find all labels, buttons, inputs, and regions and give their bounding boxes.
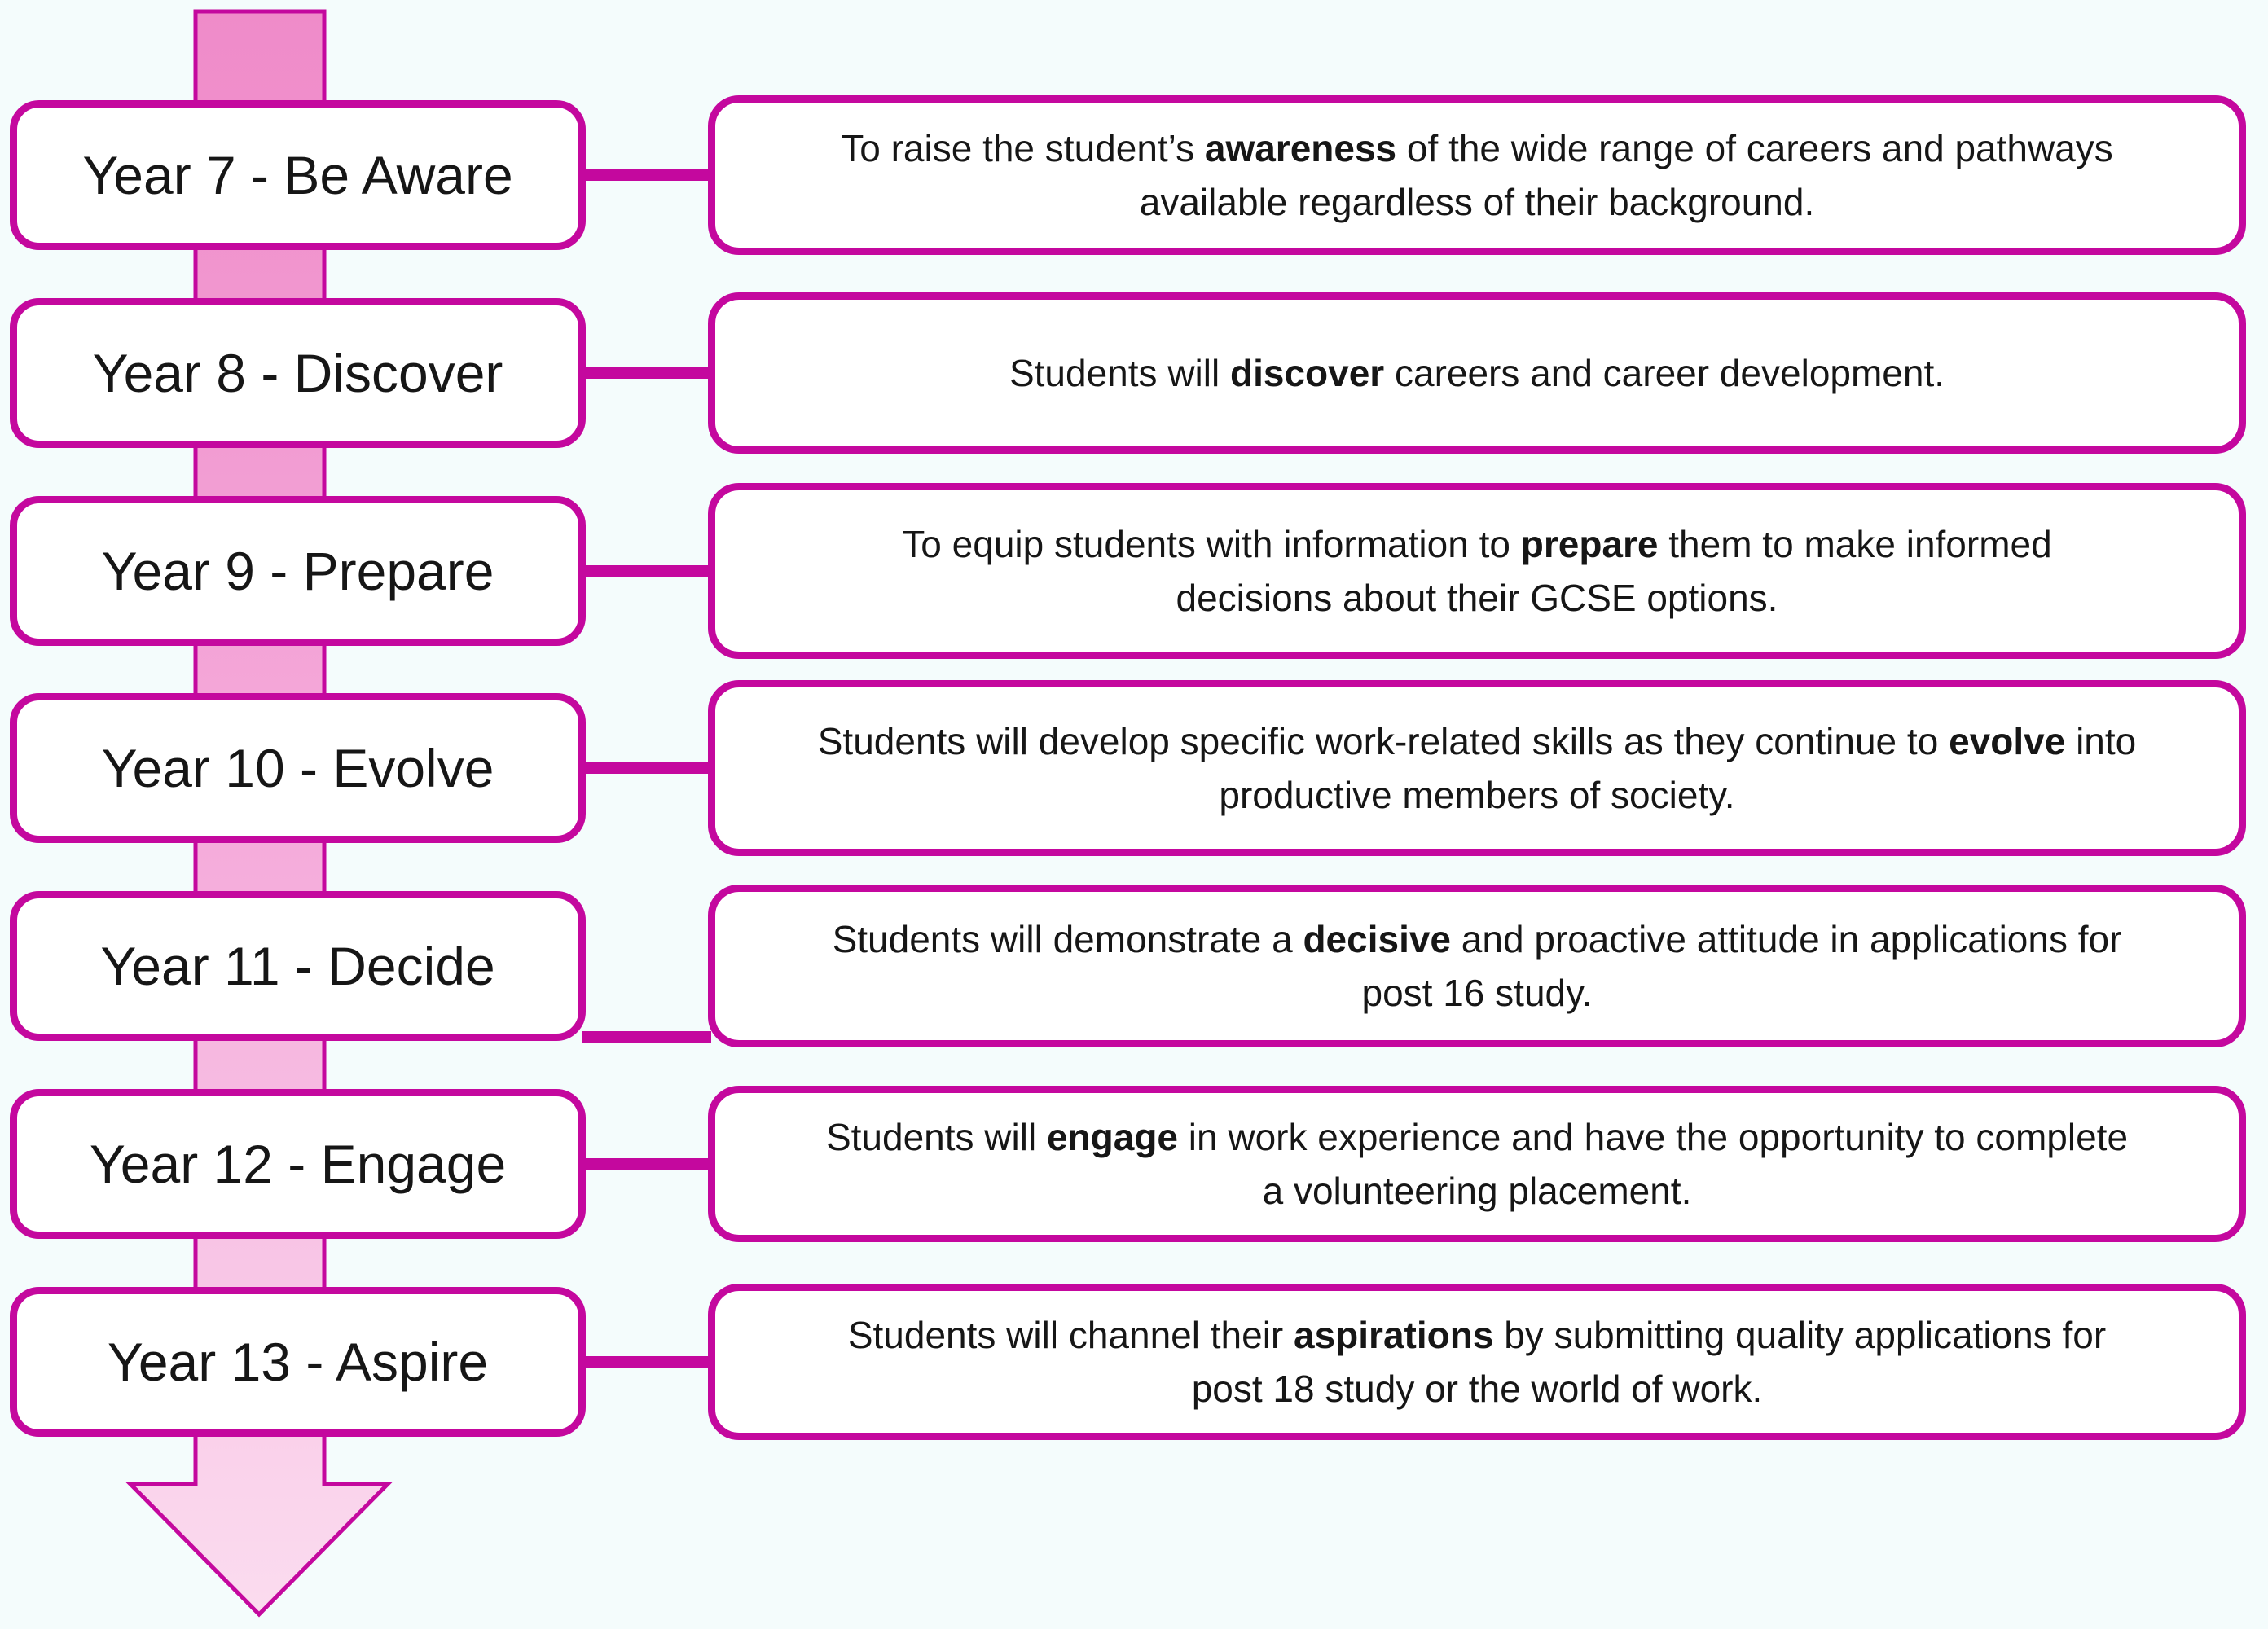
description-text: Students will channel their aspirations … <box>848 1308 2106 1416</box>
description-fragment: Students will <box>1009 352 1230 394</box>
year-box: Year 9 - Prepare <box>10 496 586 646</box>
description-fragment: of the wide range of careers and pathway… <box>1396 127 2113 169</box>
description-fragment: To raise the student’s <box>841 127 1205 169</box>
year-box: Year 10 - Evolve <box>10 693 586 843</box>
year-label: Year 11 - Decide <box>100 936 495 996</box>
connector-line <box>582 367 711 379</box>
description-text: Students will engage in work experience … <box>826 1110 2128 1218</box>
description-text: To raise the student’s awareness of the … <box>841 121 2113 229</box>
description-fragment: into <box>2065 720 2137 762</box>
connector-line <box>582 1158 711 1170</box>
year-label: Year 8 - Discover <box>92 343 503 403</box>
description-box: Students will develop specific work-rela… <box>708 680 2246 856</box>
description-text: Students will demonstrate a decisive and… <box>833 912 2122 1020</box>
description-fragment: in work experience and have the opportun… <box>1178 1116 2129 1158</box>
connector-line <box>582 565 711 577</box>
year-label: Year 12 - Engage <box>89 1134 507 1194</box>
keyword-bold: evolve <box>1949 720 2066 762</box>
description-fragment: post 18 study or the world of work. <box>1191 1368 1763 1410</box>
year-box: Year 8 - Discover <box>10 298 586 448</box>
description-fragment: productive members of society. <box>1219 774 1735 816</box>
description-fragment: post 16 study. <box>1361 972 1593 1014</box>
description-fragment: Students will <box>825 1116 1047 1158</box>
description-text: Students will develop specific work-rela… <box>818 714 2137 822</box>
connector-line <box>582 1031 711 1043</box>
description-text: Students will discover careers and caree… <box>1009 346 1945 400</box>
description-box: To equip students with information to pr… <box>708 483 2246 659</box>
description-box: Students will discover careers and caree… <box>708 292 2246 454</box>
year-box: Year 13 - Aspire <box>10 1287 586 1437</box>
year-label: Year 13 - Aspire <box>107 1332 489 1392</box>
keyword-bold: engage <box>1046 1116 1178 1158</box>
description-box: Students will demonstrate a decisive and… <box>708 885 2246 1047</box>
description-fragment: available regardless of their background… <box>1139 181 1815 223</box>
description-box: To raise the student’s awareness of the … <box>708 95 2246 255</box>
connector-line <box>582 1356 711 1368</box>
year-label: Year 7 - Be Aware <box>82 145 513 205</box>
keyword-bold: aspirations <box>1294 1314 1494 1356</box>
keyword-bold: awareness <box>1204 127 1397 169</box>
description-fragment: careers and career development. <box>1384 352 1945 394</box>
description-fragment: and proactive attitude in applications f… <box>1451 918 2122 960</box>
description-fragment: a volunteering placement. <box>1262 1170 1692 1212</box>
description-box: Students will channel their aspirations … <box>708 1284 2246 1440</box>
description-fragment: Students will demonstrate a <box>832 918 1303 960</box>
keyword-bold: prepare <box>1520 523 1659 565</box>
keyword-bold: discover <box>1229 352 1385 394</box>
description-fragment: decisions about their GCSE options. <box>1176 577 1778 619</box>
description-box: Students will engage in work experience … <box>708 1086 2246 1242</box>
description-text: To equip students with information to pr… <box>902 517 2051 625</box>
connector-line <box>582 169 711 181</box>
description-fragment: by submitting quality applications for <box>1493 1314 2107 1356</box>
description-fragment: them to make informed <box>1658 523 2052 565</box>
description-fragment: Students will channel their <box>847 1314 1294 1356</box>
year-box: Year 11 - Decide <box>10 891 586 1041</box>
year-label: Year 9 - Prepare <box>101 541 494 601</box>
year-label: Year 10 - Evolve <box>101 738 494 798</box>
keyword-bold: decisive <box>1303 918 1452 960</box>
description-fragment: To equip students with information to <box>902 523 1521 565</box>
description-fragment: Students will develop specific work-rela… <box>817 720 1949 762</box>
year-box: Year 7 - Be Aware <box>10 100 586 250</box>
year-box: Year 12 - Engage <box>10 1089 586 1239</box>
connector-line <box>582 762 711 774</box>
